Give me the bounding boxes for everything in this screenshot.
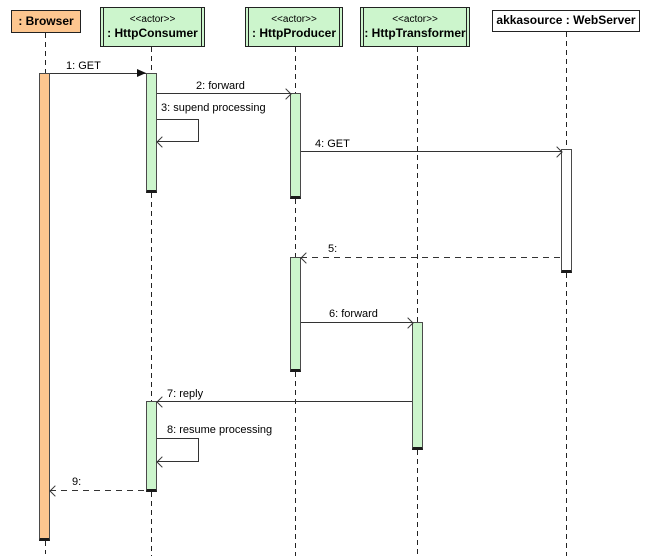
participant-label-http-producer: : HttpProducer (252, 25, 336, 40)
activation-http-consumer-2 (146, 401, 157, 492)
activation-http-producer-2 (290, 257, 301, 372)
activation-web-server (561, 149, 572, 273)
message-5-arrowhead (300, 252, 312, 264)
lifeline-http-transformer-segment (417, 47, 418, 322)
lifeline-browser-segment (45, 541, 46, 554)
activation-browser (39, 73, 50, 541)
activation-http-producer-1 (290, 93, 301, 199)
lifeline-web-server-segment (566, 32, 567, 149)
message-5-label: 5: (328, 243, 338, 255)
message-4-line (301, 151, 561, 152)
message-7-line (157, 401, 412, 402)
activation-http-consumer-1 (146, 73, 157, 193)
message-6-line (301, 322, 412, 323)
message-5-line (301, 257, 561, 258)
lifeline-http-consumer-segment (151, 492, 152, 556)
participant-box-http-transformer: <<actor>> : HttpTransformer (360, 7, 470, 47)
stereotype-label-http-consumer: <<actor>> (129, 13, 176, 25)
stereotype-label-http-producer: <<actor>> (271, 13, 317, 25)
activation-http-transformer (412, 322, 423, 450)
message-7-arrowhead (156, 396, 168, 408)
participant-box-http-consumer: <<actor>> : HttpConsumer (100, 7, 205, 47)
message-8-label: 8: resume processing (167, 424, 273, 436)
lifeline-web-server-segment (566, 273, 567, 556)
message-2-line (157, 93, 290, 94)
message-8-self-bracket (157, 438, 199, 462)
lifeline-browser-segment (45, 33, 46, 73)
message-3-label: 3: supend processing (161, 102, 266, 114)
participant-label-browser: : Browser (18, 13, 74, 28)
message-6-label: 6: forward (329, 308, 378, 320)
participant-box-browser: : Browser (11, 10, 81, 33)
lifeline-http-consumer-segment (151, 193, 152, 401)
stereotype-label-http-transformer: <<actor>> (392, 13, 438, 25)
participant-label-http-transformer: : HttpTransformer (364, 25, 466, 40)
message-9-line (50, 490, 146, 491)
lifeline-http-producer-segment (295, 47, 296, 93)
message-7-label: 7: reply (167, 388, 204, 400)
message-1-line (50, 73, 146, 74)
message-2-label: 2: forward (196, 80, 245, 92)
lifeline-http-producer-segment (295, 372, 296, 556)
lifeline-http-transformer-segment (417, 450, 418, 556)
message-9-label: 9: (72, 476, 82, 488)
message-4-label: 4: GET (315, 138, 350, 150)
participant-box-web-server: akkasource : WebServer (492, 10, 640, 32)
participant-box-http-producer: <<actor>> : HttpProducer (245, 7, 343, 47)
participant-label-http-consumer: : HttpConsumer (107, 25, 198, 40)
lifeline-http-producer-segment (295, 199, 296, 257)
message-3-self-bracket (157, 119, 199, 142)
message-1-arrowhead (137, 69, 146, 77)
message-9-arrowhead (49, 485, 61, 497)
participant-label-web-server: akkasource : WebServer (496, 13, 636, 28)
message-1-label: 1: GET (66, 60, 101, 72)
lifeline-http-consumer-segment (151, 47, 152, 73)
